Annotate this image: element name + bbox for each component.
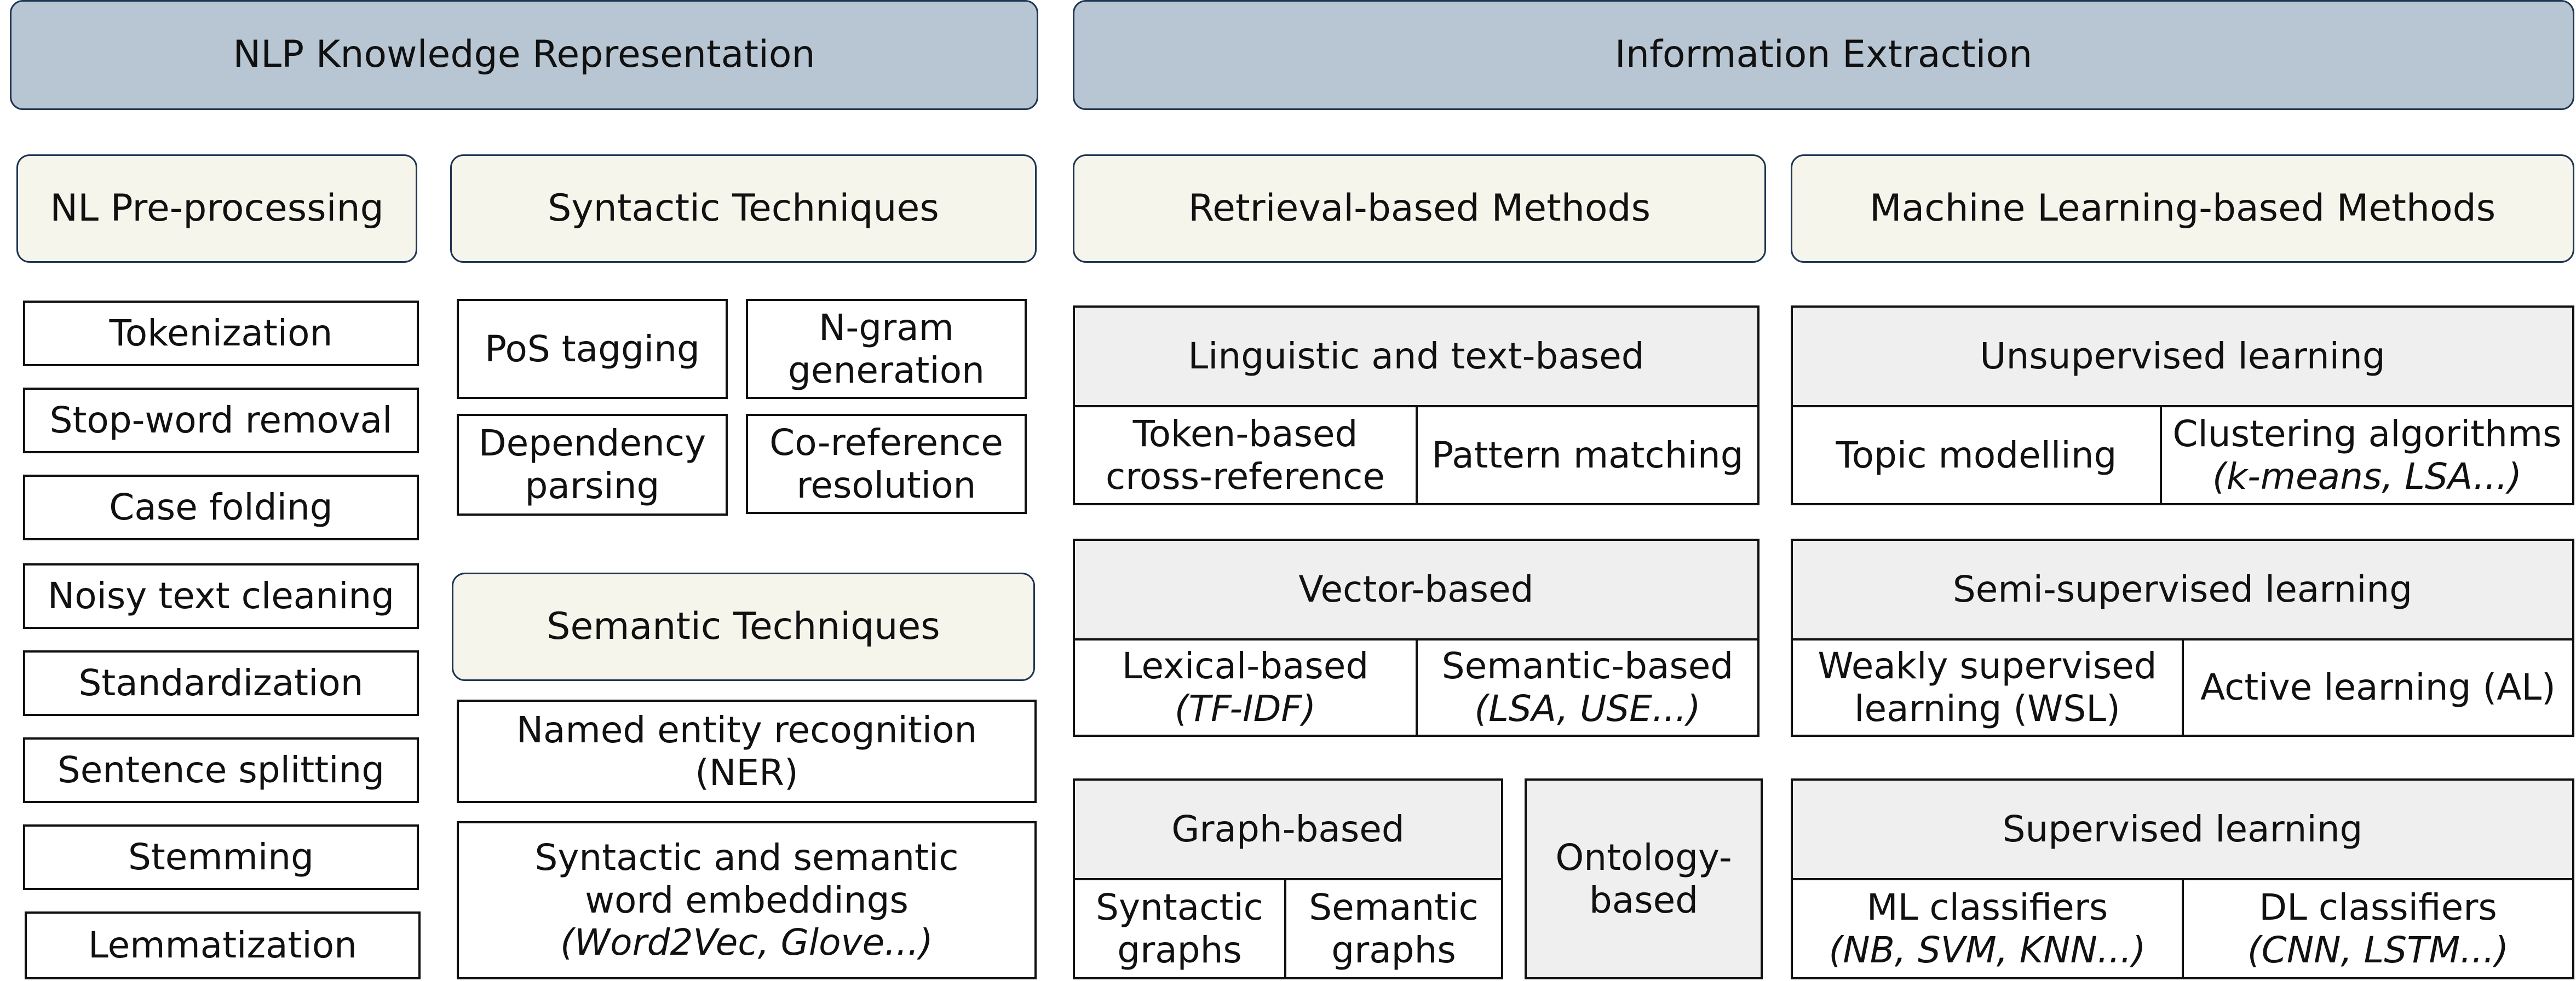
syntactic-graphs-line-2: graphs <box>1117 928 1242 971</box>
token-line-2: cross-reference <box>1105 455 1385 498</box>
wsl-line-1: Weakly supervised <box>1818 645 2157 688</box>
nlp-knowledge-representation-header: NLP Knowledge Representation <box>10 0 1038 110</box>
semantic-techniques-header: Semantic Techniques <box>452 573 1035 681</box>
lexical-line-1: Lexical-based <box>1122 645 1369 688</box>
standardization-box: Standardization <box>23 650 419 716</box>
topic-modelling-box: Topic modelling <box>1791 405 2162 505</box>
ontology-line-2: based <box>1589 879 1699 921</box>
semantic-based-line-1: Semantic-based <box>1441 645 1734 688</box>
token-based-cross-reference-box: Token-based cross-reference <box>1073 405 1418 505</box>
ml-classifiers-line-1: ML classifiers <box>1866 886 2108 928</box>
tokenization-box: Tokenization <box>23 301 419 366</box>
coreference-line-2: resolution <box>796 464 976 506</box>
nl-preprocessing-header: NL Pre-processing <box>16 154 417 263</box>
clustering-line-1: Clustering algorithms <box>2172 412 2562 455</box>
weakly-supervised-box: Weakly supervised learning (WSL) <box>1791 638 2184 737</box>
stop-word-removal-box: Stop-word removal <box>23 388 419 453</box>
syntactic-graphs-line-1: Syntactic <box>1096 886 1263 928</box>
ontology-based-box: Ontology- based <box>1525 778 1763 979</box>
active-learning-box: Active learning (AL) <box>2182 638 2574 737</box>
dependency-parsing-box: Dependency parsing <box>457 414 728 516</box>
semantic-graphs-line-2: graphs <box>1331 928 1456 971</box>
graph-based-header: Graph-based <box>1073 778 1503 880</box>
semantic-graphs-box: Semantic graphs <box>1284 878 1503 979</box>
embeddings-line-1: Syntactic and semantic <box>534 836 959 879</box>
semantic-based-box: Semantic-based (LSA, USE...) <box>1416 638 1760 737</box>
semantic-based-example: (LSA, USE...) <box>1474 688 1701 730</box>
ml-classifiers-box: ML classifiers (NB, SVM, KNN...) <box>1791 878 2184 979</box>
sentence-splitting-box: Sentence splitting <box>23 737 419 803</box>
noisy-text-cleaning-box: Noisy text cleaning <box>23 563 419 629</box>
stemming-box: Stemming <box>23 824 419 890</box>
retrieval-based-methods-header: Retrieval-based Methods <box>1073 154 1766 263</box>
embeddings-line-2: word embeddings <box>585 879 909 921</box>
syntactic-techniques-header: Syntactic Techniques <box>450 154 1037 263</box>
case-folding-box: Case folding <box>23 475 419 540</box>
pattern-matching-box: Pattern matching <box>1416 405 1760 505</box>
unsupervised-learning-header: Unsupervised learning <box>1791 305 2574 407</box>
dependency-line-2: parsing <box>525 465 660 507</box>
semi-supervised-learning-header: Semi-supervised learning <box>1791 539 2574 640</box>
token-line-1: Token-based <box>1132 412 1358 455</box>
ontology-line-1: Ontology- <box>1555 836 1732 879</box>
pos-tagging-box: PoS tagging <box>457 299 728 399</box>
clustering-algorithms-box: Clustering algorithms (k-means, LSA...) <box>2160 405 2574 505</box>
coreference-line-1: Co-reference <box>769 421 1003 464</box>
dependency-line-1: Dependency <box>478 422 706 465</box>
clustering-examples: (k-means, LSA...) <box>2212 455 2522 498</box>
linguistic-text-based-header: Linguistic and text-based <box>1073 305 1760 407</box>
syntactic-graphs-box: Syntactic graphs <box>1073 878 1286 979</box>
ner-box: Named entity recognition (NER) <box>457 700 1037 803</box>
machine-learning-methods-header: Machine Learning-based Methods <box>1791 154 2574 263</box>
supervised-learning-header: Supervised learning <box>1791 778 2574 880</box>
ner-line-2: (NER) <box>695 751 798 794</box>
ngram-line-1: N-gram <box>819 306 954 349</box>
information-extraction-header: Information Extraction <box>1073 0 2574 110</box>
lemmatization-box: Lemmatization <box>25 911 421 979</box>
word-embeddings-box: Syntactic and semantic word embeddings (… <box>457 821 1037 979</box>
lexical-based-box: Lexical-based (TF-IDF) <box>1073 638 1418 737</box>
coreference-resolution-box: Co-reference resolution <box>746 414 1027 514</box>
semantic-graphs-line-1: Semantic <box>1309 886 1479 928</box>
ngram-generation-box: N-gram generation <box>746 299 1027 399</box>
ml-classifiers-examples: (NB, SVM, KNN...) <box>1829 928 2146 971</box>
dl-classifiers-line-1: DL classifiers <box>2259 886 2497 928</box>
wsl-line-2: learning (WSL) <box>1854 688 2120 730</box>
ngram-line-2: generation <box>788 349 985 391</box>
ner-line-1: Named entity recognition <box>516 708 978 751</box>
dl-classifiers-box: DL classifiers (CNN, LSTM...) <box>2182 878 2574 979</box>
lexical-example: (TF-IDF) <box>1174 688 1316 730</box>
embeddings-examples: (Word2Vec, Glove...) <box>560 921 933 964</box>
dl-classifiers-examples: (CNN, LSTM...) <box>2247 928 2509 971</box>
vector-based-header: Vector-based <box>1073 539 1760 640</box>
